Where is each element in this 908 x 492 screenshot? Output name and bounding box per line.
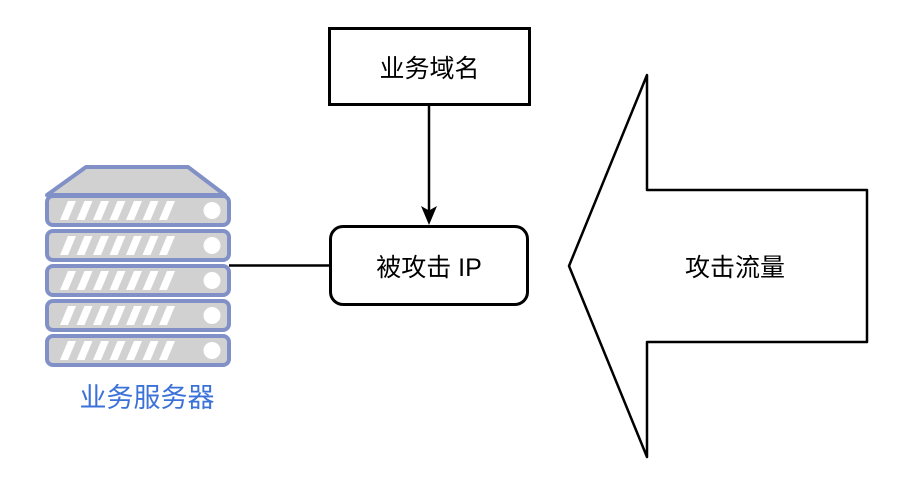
domain-name-box: 业务域名 [328,27,531,106]
attack-traffic-label: 攻击流量 [684,254,785,282]
server-label: 业务服务器 [79,382,215,413]
connector-domain-to-ip [421,106,437,225]
attacked-ip-label: 被攻击 IP [376,253,482,282]
server-unit [45,229,231,262]
server-unit [45,299,231,332]
attacked-ip-box: 被攻击 IP [329,225,529,306]
attack-traffic-arrow-icon [567,73,869,459]
server-top-panel [45,165,227,197]
down-arrowhead-icon [421,206,437,225]
server-unit [45,334,231,367]
server-unit [45,194,231,227]
domain-name-label: 业务域名 [379,54,480,83]
server-rack-icon [45,165,231,367]
server-unit [45,264,231,297]
